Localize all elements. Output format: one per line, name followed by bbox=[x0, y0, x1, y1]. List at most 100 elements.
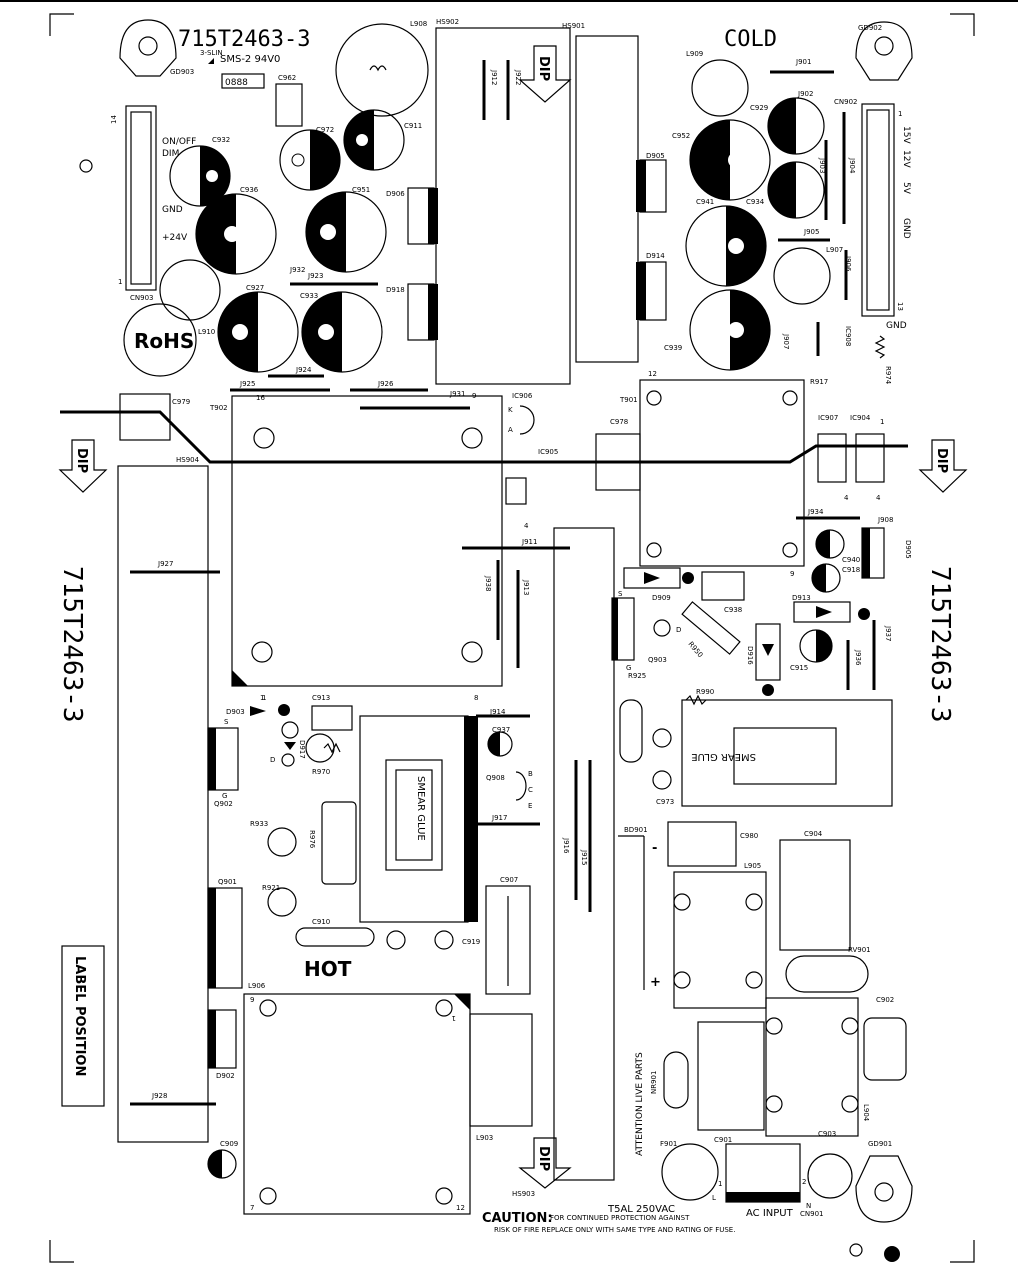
cn903-label-dim: DIM bbox=[162, 149, 179, 159]
q902-pin-s: S bbox=[224, 718, 229, 726]
ref-j913: J913 bbox=[522, 579, 530, 595]
ref-r917: R917 bbox=[810, 378, 828, 386]
pin-16: 16 bbox=[256, 394, 265, 402]
ref-r921: R921 bbox=[262, 884, 280, 892]
ref-j908: J908 bbox=[877, 516, 893, 524]
ref-cn903: CN903 bbox=[130, 294, 154, 302]
fuse-rating: T5AL 250VAC bbox=[607, 1204, 675, 1215]
cold-label: COLD bbox=[724, 27, 777, 52]
ref-j937: J937 bbox=[884, 625, 892, 641]
c978-capacitor bbox=[595, 433, 641, 491]
ref-j917: J917 bbox=[491, 814, 507, 822]
ref-j905: J905 bbox=[803, 228, 819, 236]
ref-ic906: IC906 bbox=[512, 392, 533, 400]
dip-label-left: DIP bbox=[74, 448, 89, 473]
dip-arrow-top bbox=[518, 45, 572, 103]
ref-nr901: NR901 bbox=[650, 1071, 658, 1094]
ref-t901: T901 bbox=[619, 396, 638, 404]
cn902-label-gnd2: GND bbox=[886, 321, 907, 331]
cn901-pin-1: 1 bbox=[718, 1180, 722, 1188]
ref-d916: D916 bbox=[746, 646, 754, 665]
ref-c929: C929 bbox=[750, 104, 768, 112]
ref-j915: J915 bbox=[580, 849, 588, 865]
ref-c938: C938 bbox=[724, 606, 742, 614]
ref-j938: J938 bbox=[484, 575, 492, 591]
ref-c911: C911 bbox=[404, 122, 422, 130]
c938-capacitor bbox=[701, 571, 745, 601]
gd901-mount-lug bbox=[855, 1155, 913, 1223]
dip-arrow-right bbox=[918, 439, 968, 493]
ref-d903: D903 bbox=[226, 708, 245, 716]
nr901-thermistor bbox=[663, 1051, 689, 1109]
caution-line2: RISK OF FIRE REPLACE ONLY WITH SAME TYPE… bbox=[494, 1226, 735, 1234]
ref-c940: C940 bbox=[842, 556, 860, 564]
c910-capacitor bbox=[295, 927, 375, 947]
pin-1-d903: 1 bbox=[260, 694, 264, 702]
rv901-varistor bbox=[785, 955, 869, 993]
part-number-left: 715T2463-3 bbox=[57, 566, 87, 723]
cn903-connector bbox=[125, 105, 157, 291]
pin-12-t901: 12 bbox=[648, 370, 657, 378]
ref-r950: R950 bbox=[686, 640, 704, 659]
hot-label: HOT bbox=[304, 957, 352, 981]
rohs-text: RoHS bbox=[134, 329, 194, 353]
caution-line1: FOR CONTINUED PROTECTION AGAINST bbox=[550, 1214, 690, 1222]
ref-c978: C978 bbox=[610, 418, 628, 426]
cn902-connector bbox=[861, 103, 895, 317]
ref-j904: J904 bbox=[848, 157, 856, 174]
ref-j923: J923 bbox=[307, 272, 323, 280]
l909-inductor bbox=[691, 59, 749, 117]
ref-l906: L906 bbox=[248, 982, 266, 990]
pin-k: K bbox=[508, 406, 513, 414]
q903-pin-g: G bbox=[626, 664, 631, 672]
ref-hs904: HS904 bbox=[176, 456, 200, 464]
pin-7-l903: 7 bbox=[250, 1204, 254, 1212]
cn903-label-onoff: ON/OFF bbox=[162, 137, 196, 147]
ref-c973: C973 bbox=[656, 798, 674, 806]
ref-c903: C903 bbox=[818, 1130, 836, 1138]
fiducial-dot-bottom bbox=[884, 1246, 900, 1262]
ref-j925: J925 bbox=[239, 380, 255, 388]
ref-j927: J927 bbox=[157, 560, 173, 568]
cn903-label-24v: +24V bbox=[162, 233, 188, 243]
ref-j902: J902 bbox=[797, 90, 813, 98]
q902-pin-g: G bbox=[222, 792, 227, 800]
ac-input-label: AC INPUT bbox=[746, 1208, 794, 1219]
ref-l905: L905 bbox=[744, 862, 761, 870]
ref-l907: L907 bbox=[826, 246, 843, 254]
l903-inductor bbox=[469, 1013, 533, 1127]
ref-q902: Q902 bbox=[214, 800, 233, 808]
ref-c904: C904 bbox=[804, 830, 823, 838]
r950-resistor bbox=[681, 601, 741, 655]
ref-r970: R970 bbox=[312, 768, 330, 776]
cn902-label-5v: 5V bbox=[901, 182, 911, 195]
dip-label-top: DIP bbox=[536, 56, 551, 81]
l908-inductor bbox=[335, 23, 429, 117]
q903-pin-s: S bbox=[618, 590, 623, 598]
fiducial-hole-left bbox=[79, 159, 93, 173]
ref-ic907: IC907 bbox=[818, 414, 838, 422]
ref-c901: C901 bbox=[714, 1136, 732, 1144]
label-position-box bbox=[61, 945, 105, 1107]
ref-d913: D913 bbox=[792, 594, 811, 602]
ref-j916: J916 bbox=[562, 837, 570, 854]
cn902-label-12v: 12V bbox=[901, 150, 911, 168]
code-box-text: 0888 bbox=[225, 78, 248, 88]
cn903-label-gnd: GND bbox=[162, 205, 183, 215]
smear-glue-right: SMEAR GLUE bbox=[691, 751, 756, 762]
ref-l903: L903 bbox=[476, 1134, 493, 1142]
cn902-pin-top: 1 bbox=[898, 110, 902, 118]
ref-c932: C932 bbox=[212, 136, 230, 144]
q903-pin-d: D bbox=[676, 626, 681, 634]
part-number-right: 715T2463-3 bbox=[925, 566, 955, 723]
isolation-line bbox=[60, 410, 908, 464]
ref-gd902: GD902 bbox=[858, 24, 882, 32]
pin-4-ic907: 4 bbox=[844, 494, 849, 502]
ref-bd901: BD901 bbox=[624, 826, 648, 834]
r976-resistor bbox=[321, 801, 357, 885]
ref-j906: J906 bbox=[844, 255, 852, 272]
pin-1-ic904: 1 bbox=[880, 418, 884, 426]
c904-capacitor bbox=[779, 839, 851, 951]
ref-c979: C979 bbox=[172, 398, 190, 406]
